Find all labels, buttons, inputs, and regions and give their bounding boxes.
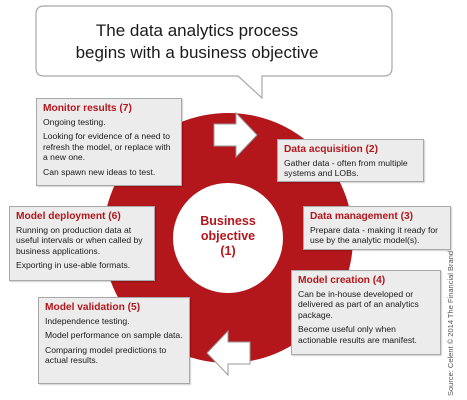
step-item: Independence testing. [45,316,130,326]
center-label-line-3: (1) [220,244,236,258]
headline-line-2: begins with a business objective [75,43,319,62]
step-item: Prepare data - making it ready for use b… [310,225,439,246]
center-label-line-2: objective [200,229,256,243]
step-item: Ongoing testing. [43,117,106,127]
arrow-right-icon [213,111,258,159]
step-item: Gather data - often from multiple system… [284,158,408,179]
source-credit: Source: Celent © 2014 The Financial Bran… [446,250,455,396]
step-model-validation: Model validation (5) Independence testin… [38,297,190,384]
step-title: Data acquisition (2) [284,144,378,155]
ring-center-hole [173,183,283,293]
center-label-line-1: Business [200,214,256,228]
step-model-deployment: Model deployment (6) Running on producti… [9,206,155,281]
step-data-acquisition: Data acquisition (2) Gather data - often… [277,139,424,182]
step-item: Model performance on sample data. [45,330,183,341]
headline: The data analytics process begins with a… [52,20,342,64]
step-monitor-results: Monitor results (7) Ongoing testing. Loo… [36,98,182,186]
step-title: Model validation (5) [45,302,141,313]
step-item: Can be in-house developed or delivered a… [298,289,419,320]
speech-bubble [35,5,393,100]
step-item: Comparing model predictions to actual re… [45,344,167,366]
step-item: Become useful only when actionable resul… [298,324,417,345]
step-data-management: Data management (3) Prepare data - makin… [303,206,451,250]
step-model-creation: Model creation (4) Can be in-house devel… [291,270,441,355]
step-title: Model creation (4) [298,275,386,286]
headline-line-1: The data analytics process [95,21,299,40]
step-item: Looking for evidence of a need to refres… [43,131,171,163]
step-item: Exporting in use-able formats. [16,260,131,271]
step-title: Model deployment (6) [16,211,121,222]
arrow-left-icon [206,329,251,377]
step-title: Monitor results (7) [43,103,132,114]
step-item: Running on production data at useful int… [16,225,143,256]
center-label: Business objective (1) [187,214,269,259]
step-title: Data management (3) [310,211,414,222]
step-item: Can spawn new ideas to test. [43,166,156,177]
